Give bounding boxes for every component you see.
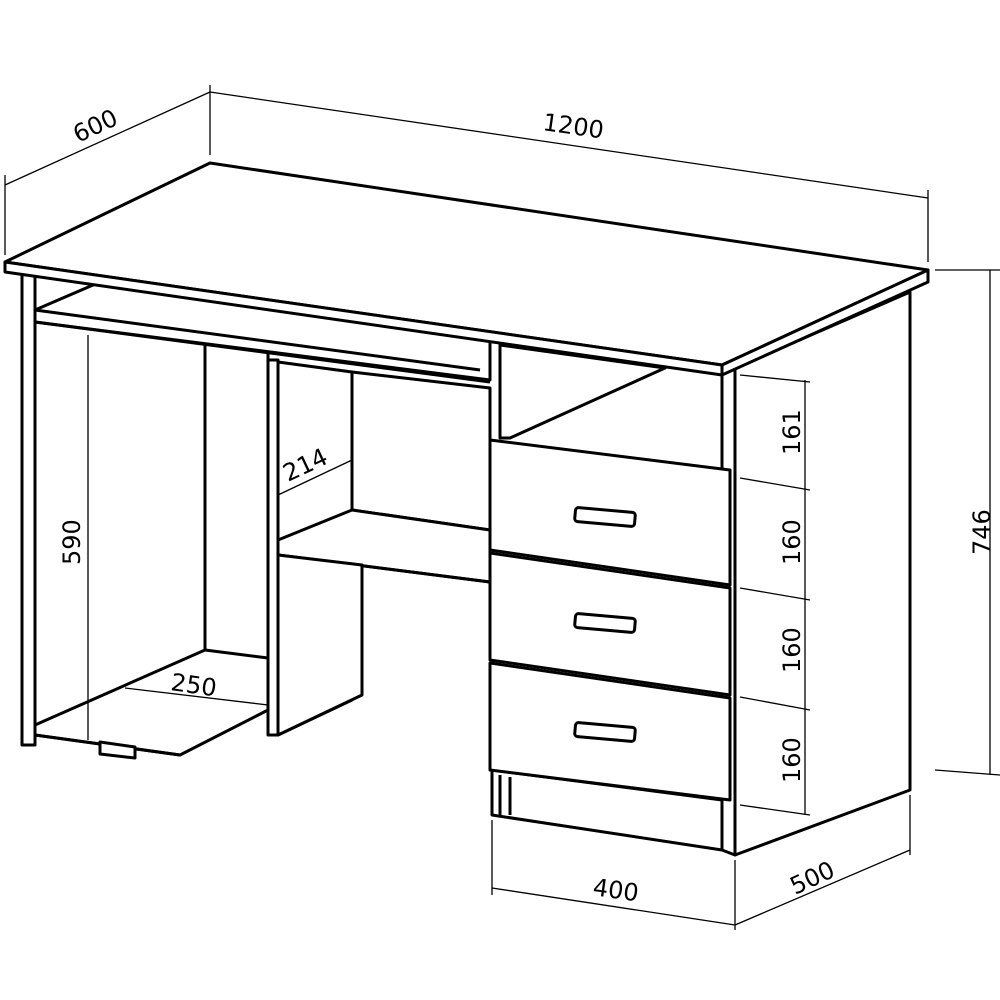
dim-depth-top: 600 — [69, 104, 122, 149]
drawer-handle-icon — [573, 506, 637, 743]
dim-drawer-4: 160 — [778, 737, 806, 783]
dim-drawer-2: 160 — [778, 519, 806, 565]
middle-back-panel — [350, 370, 492, 532]
middle-lower-back — [276, 553, 364, 737]
footrest-bracket — [98, 740, 137, 760]
dim-pedestal-depth: 500 — [786, 856, 839, 901]
dim-width-total: 1200 — [541, 108, 605, 144]
desktop-side-edge — [720, 268, 930, 377]
right-side-panel — [733, 290, 912, 857]
dim-height-total: 746 — [968, 509, 996, 555]
dim-footrest-depth: 250 — [169, 668, 218, 702]
dim-drawer-1: 161 — [778, 409, 806, 455]
middle-shelf — [276, 508, 492, 584]
dimension-lines — [4, 85, 1000, 930]
dim-knee-height: 590 — [58, 519, 86, 565]
left-inner-panel — [203, 333, 270, 702]
left-side-panel — [20, 270, 37, 747]
dim-pedestal-width: 400 — [591, 873, 640, 907]
dim-drawer-3: 160 — [778, 627, 806, 673]
